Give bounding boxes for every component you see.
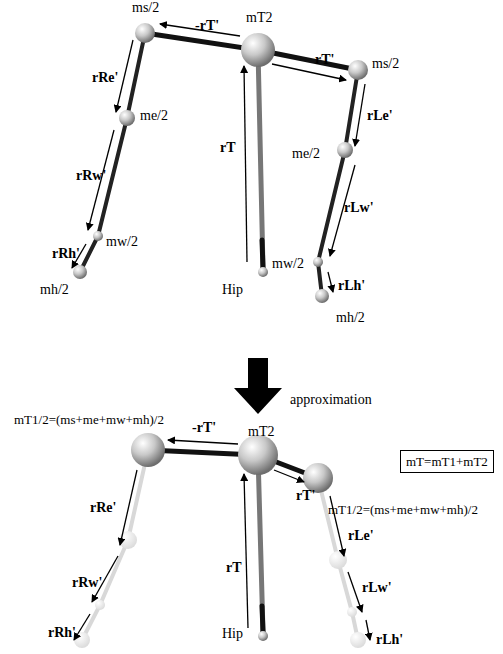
vector-label: rRh' — [52, 246, 80, 262]
vector-label: rLe' — [367, 108, 393, 124]
formula-box: mT=mT1+mT2 — [400, 450, 494, 473]
joint-label: Hip — [222, 282, 243, 298]
vector-label: rT — [226, 560, 242, 576]
vector-label: rRw' — [76, 168, 106, 184]
mass-formula: mT1/2=(ms+me+mw+mh)/2 — [14, 412, 164, 428]
mass-label: mw/2 — [272, 256, 304, 272]
vector-label: rLw' — [362, 580, 392, 596]
vector-label: rRh' — [48, 625, 76, 641]
vector-label: -rT' — [192, 420, 216, 436]
vector-label: rRe' — [90, 500, 116, 516]
mass-label: ms/2 — [372, 56, 399, 72]
mass-label: ms/2 — [132, 0, 159, 16]
vector-label: rRw' — [72, 575, 102, 591]
vector-label: rLh' — [376, 632, 403, 648]
vector-label: rRe' — [92, 70, 118, 86]
mass-label: me/2 — [292, 146, 320, 162]
mass-label: mT2 — [248, 424, 274, 440]
vector-label: rLe' — [348, 528, 374, 544]
joint-label: Hip — [222, 626, 243, 642]
mass-label: mT2 — [246, 10, 272, 26]
vector-label: rLh' — [338, 278, 365, 294]
vector-label: -rT' — [195, 18, 219, 34]
mass-label: mh/2 — [40, 282, 69, 298]
mass-label: mh/2 — [336, 310, 365, 326]
mass-label: mw/2 — [106, 234, 138, 250]
vector-label: rT — [220, 140, 236, 156]
formula-text: mT=mT1+mT2 — [406, 454, 488, 469]
vector-label: rLw' — [344, 200, 374, 216]
mass-formula: mT1/2=(ms+me+mw+mh)/2 — [328, 502, 478, 518]
vector-label: rT' — [296, 488, 315, 504]
mass-label: me/2 — [140, 108, 168, 124]
caption-label: approximation — [290, 392, 372, 408]
vector-label: rT' — [315, 52, 334, 68]
